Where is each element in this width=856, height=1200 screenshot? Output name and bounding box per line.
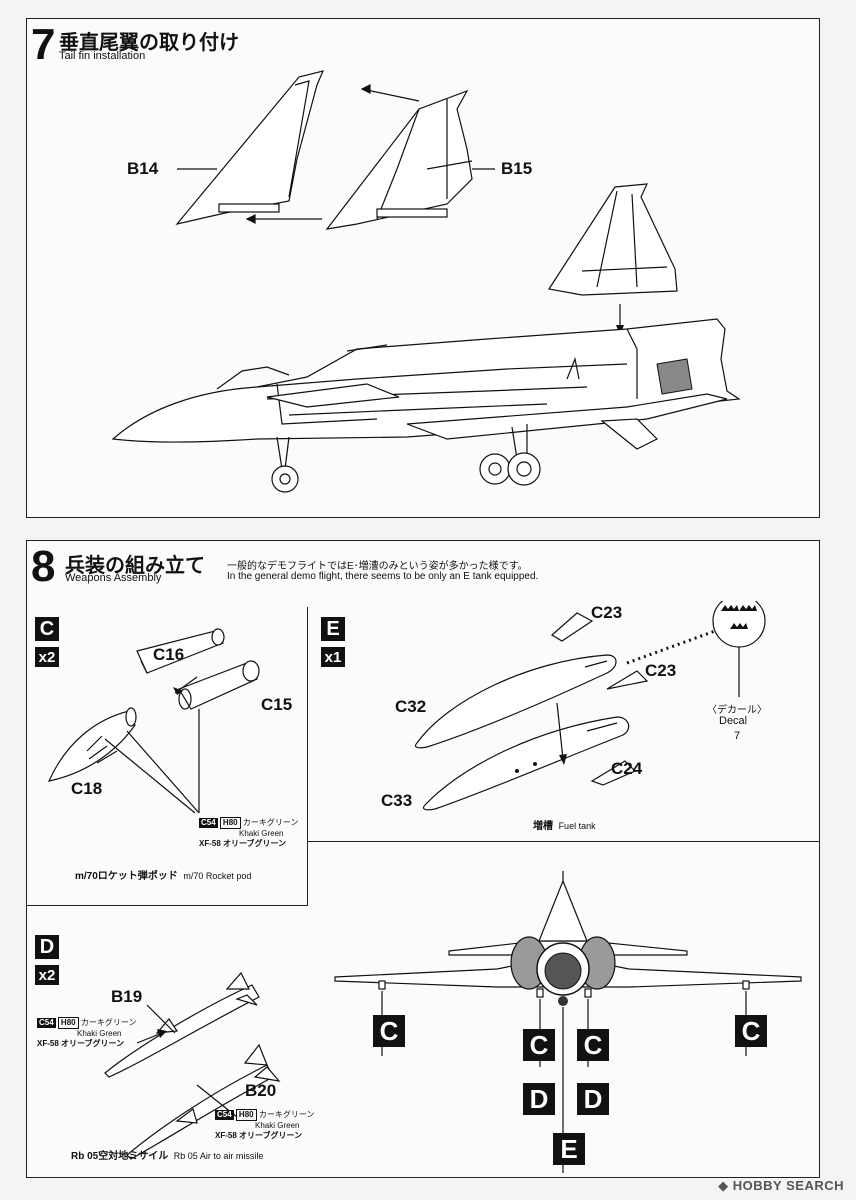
- step8-title-jp: 兵装の組み立て: [65, 555, 205, 577]
- divider-horizontal-right: [307, 841, 819, 842]
- missile-illustration: [104, 971, 281, 1160]
- part-label-b19: B19: [111, 987, 143, 1006]
- paint-xf: XF-58 オリーブグリーン: [199, 839, 287, 848]
- paint-en-d2: Khaki Green: [255, 1121, 300, 1130]
- divider-horizontal-left: [27, 905, 308, 906]
- paint-jp-d1: カーキグリーン: [80, 1018, 137, 1027]
- section-d-badge: D: [35, 935, 59, 959]
- placement-diagram: [334, 871, 802, 1173]
- paint-en-d1: Khaki Green: [77, 1029, 122, 1038]
- missile-caption: Rb 05空対地ミサイル Rb 05 Air to air missile: [71, 1147, 263, 1162]
- fuel-tank-caption-jp: 増槽: [533, 821, 553, 832]
- fuel-tank-caption-en: Fuel tank: [558, 821, 596, 831]
- section-d-qty: x2: [35, 965, 59, 985]
- step7-illustration: [111, 70, 741, 493]
- step8-number: 8: [31, 542, 56, 591]
- paint-code-c54-d1: C54: [37, 1018, 56, 1028]
- paint-en: Khaki Green: [239, 829, 284, 838]
- rocket-pod-caption: m/70ロケット弾ポッド m/70 Rocket pod: [75, 867, 251, 882]
- missile-caption-en: Rb 05 Air to air missile: [173, 1151, 264, 1161]
- paint-code-h80: H80: [219, 817, 241, 829]
- paint-callout-d1: C54 H80 カーキグリーン Khaki Green XF-58 オリーブグリ…: [37, 1017, 136, 1049]
- paint-callout-d2: C54 H80 カーキグリーン Khaki Green XF-58 オリーブグリ…: [215, 1109, 314, 1141]
- step7-panel: 7 垂直尾翼の取り付け Tail fin installation: [26, 18, 820, 518]
- rocket-pod-caption-jp: m/70ロケット弾ポッド: [75, 871, 178, 882]
- placement-e: E: [553, 1133, 585, 1165]
- part-label-c24: C24: [611, 759, 643, 778]
- fuel-tank-caption: 増槽 Fuel tank: [533, 817, 596, 832]
- part-label-b15: B15: [501, 159, 533, 178]
- paint-code-h80-d1: H80: [57, 1017, 79, 1029]
- section-c-badge: C: [35, 617, 59, 641]
- placement-c-left: C: [373, 1015, 405, 1047]
- decal-label-jp: 〈デカール〉: [707, 705, 767, 716]
- part-label-b14: B14: [127, 159, 159, 178]
- watermark-text: HOBBY SEARCH: [732, 1178, 844, 1193]
- paint-code-h80-d2: H80: [235, 1109, 257, 1121]
- step8-title-en: Weapons Assembly: [65, 572, 162, 584]
- paint-callout-c: C54 H80 カーキグリーン Khaki Green XF-58 オリーブグリ…: [199, 817, 298, 849]
- section-e-qty: x1: [321, 647, 345, 667]
- paint-code-c54: C54: [199, 818, 218, 828]
- watermark-icon: ◆: [718, 1178, 729, 1193]
- watermark: ◆ HOBBY SEARCH: [718, 1178, 844, 1194]
- divider-vertical-top: [307, 607, 308, 905]
- paint-xf-d1: XF-58 オリーブグリーン: [37, 1039, 125, 1048]
- placement-d-right: D: [577, 1083, 609, 1115]
- step7-number: 7: [31, 20, 56, 69]
- part-label-c23-top: C23: [591, 603, 623, 622]
- decal-number: 7: [734, 730, 741, 742]
- step8-note-jp: 一般的なデモフライトではE･増漕のみという姿が多かった様です。: [227, 561, 528, 572]
- decal-label-en: Decal: [719, 715, 748, 727]
- step8-note-en: In the general demo flight, there seems …: [227, 571, 539, 582]
- part-label-b20: B20: [245, 1081, 277, 1100]
- part-label-c16: C16: [153, 645, 185, 664]
- step7-title-en: Tail fin installation: [59, 50, 146, 62]
- step8-panel: 8 兵装の組み立て Weapons Assembly 一般的なデモフライトではE…: [26, 540, 820, 1178]
- step7-title-jp: 垂直尾翼の取り付け: [59, 32, 239, 54]
- placement-c-inner-right: C: [577, 1029, 609, 1061]
- section-e-badge: E: [321, 617, 345, 641]
- part-label-c33: C33: [381, 791, 413, 810]
- part-label-c23-right: C23: [645, 661, 677, 680]
- fuel-tank-illustration: [414, 601, 766, 811]
- placement-d-left: D: [523, 1083, 555, 1115]
- part-label-c32: C32: [395, 697, 427, 716]
- paint-jp-d2: カーキグリーン: [258, 1110, 315, 1119]
- rocket-pod-illustration: [47, 628, 260, 814]
- part-label-c18: C18: [71, 779, 103, 798]
- paint-xf-d2: XF-58 オリーブグリーン: [215, 1131, 303, 1140]
- placement-c-right: C: [735, 1015, 767, 1047]
- section-c-qty: x2: [35, 647, 59, 667]
- placement-c-inner-left: C: [523, 1029, 555, 1061]
- paint-code-c54-d2: C54: [215, 1110, 234, 1120]
- missile-caption-jp: Rb 05空対地ミサイル: [71, 1151, 169, 1162]
- paint-jp: カーキグリーン: [242, 818, 299, 827]
- rocket-pod-caption-en: m/70 Rocket pod: [183, 871, 252, 881]
- part-label-c15: C15: [261, 695, 293, 714]
